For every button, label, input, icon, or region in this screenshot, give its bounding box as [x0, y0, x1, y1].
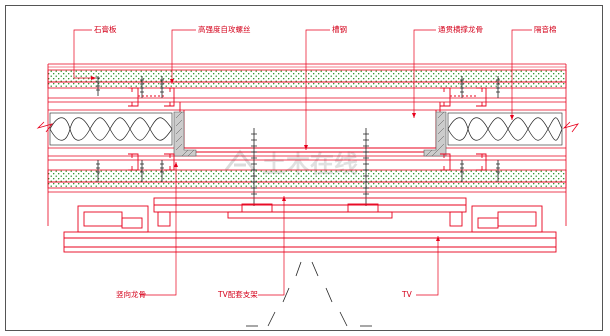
- top-gypsum-board: [47, 63, 567, 89]
- stud-upper-right: [440, 87, 487, 107]
- leader-lines: [73, 29, 532, 296]
- leader-arrowheads: [91, 76, 514, 241]
- screws: [96, 76, 500, 206]
- label-tv-bracket: TV配套支架: [217, 289, 258, 299]
- view-lines: [246, 261, 372, 327]
- label-tv: TV: [401, 290, 413, 299]
- channel-steel: [179, 102, 441, 153]
- corner-bracket-right: [423, 111, 447, 157]
- tv-body: [63, 205, 557, 253]
- label-rock-wool: 隔音棉: [534, 24, 557, 34]
- label-through-wall-bracket: 通贯横撑龙骨: [438, 24, 483, 34]
- stud-lower-left: [128, 153, 175, 171]
- corner-bracket-left: [173, 111, 197, 157]
- break-mark-left: [36, 121, 54, 133]
- label-vertical-stud: 竖向龙骨: [116, 289, 146, 299]
- label-gypsum-board: 石膏板: [94, 24, 117, 34]
- rock-wool-right: [447, 112, 563, 146]
- stud-lower-right: [440, 153, 487, 171]
- bottom-gypsum-board: [47, 169, 567, 193]
- stud-upper-left: [128, 87, 175, 107]
- label-high-strength-screw: 高强度自攻螺丝: [198, 24, 251, 34]
- drawing-frame: [5, 5, 603, 331]
- tv-bracket: [153, 197, 467, 227]
- break-mark-right: [562, 121, 580, 133]
- annotation-labels: 石膏板 高强度自攻螺丝 槽钢 通贯横撑龙骨 隔音棉 竖向龙骨 TV配套支架 TV: [94, 24, 557, 299]
- rock-wool-left: [49, 112, 173, 146]
- label-channel-steel: 槽钢: [332, 24, 347, 34]
